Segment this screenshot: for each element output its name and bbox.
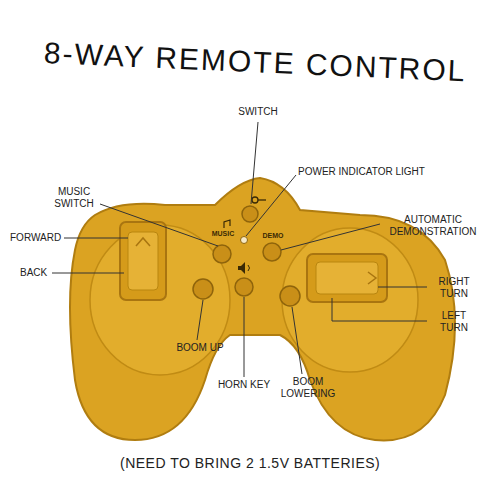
part-label: BOOM UP	[170, 342, 230, 354]
caption-wrap: (NEED TO BRING 2 1.5V BATTERIES)	[120, 455, 380, 471]
part-label-wrap: BOOM UP	[170, 342, 230, 354]
part-label: SWITCH	[233, 106, 283, 118]
part-label-wrap: FORWARD	[10, 232, 61, 244]
part-label: AUTOMATIC DEMONSTRATION	[378, 214, 488, 238]
part-label-wrap: BOOM LOWERING	[276, 376, 340, 400]
title: 8-WAY REMOTE CONTROL	[43, 36, 467, 88]
part-label-wrap: SWITCH	[233, 106, 283, 118]
part-label: RIGHT TURN	[429, 276, 479, 300]
button-text: MUSIC	[208, 230, 238, 238]
part-label-wrap: HORN KEY	[212, 379, 276, 391]
part-label-wrap: MUSIC SWITCH	[48, 186, 100, 210]
part-label: BACK	[20, 267, 47, 279]
part-label: LEFT TURN	[429, 310, 479, 334]
part-label: HORN KEY	[212, 379, 276, 391]
part-label: BOOM LOWERING	[276, 376, 340, 400]
button-text-wrap: MUSIC	[208, 230, 238, 238]
button-text: DEMO	[258, 232, 288, 240]
part-label-wrap: POWER INDICATOR LIGHT	[298, 166, 458, 178]
part-label: MUSIC SWITCH	[48, 186, 100, 210]
button-text-wrap: DEMO	[258, 232, 288, 240]
part-label-wrap: RIGHT TURN	[429, 276, 479, 300]
part-label-wrap: LEFT TURN	[429, 310, 479, 334]
caption: (NEED TO BRING 2 1.5V BATTERIES)	[120, 455, 380, 471]
title-wrap: 8-WAY REMOTE CONTROL	[43, 36, 467, 88]
part-label: POWER INDICATOR LIGHT	[298, 166, 458, 178]
part-label: FORWARD	[10, 232, 61, 244]
part-label-wrap: AUTOMATIC DEMONSTRATION	[378, 214, 488, 238]
part-label-wrap: BACK	[20, 267, 47, 279]
